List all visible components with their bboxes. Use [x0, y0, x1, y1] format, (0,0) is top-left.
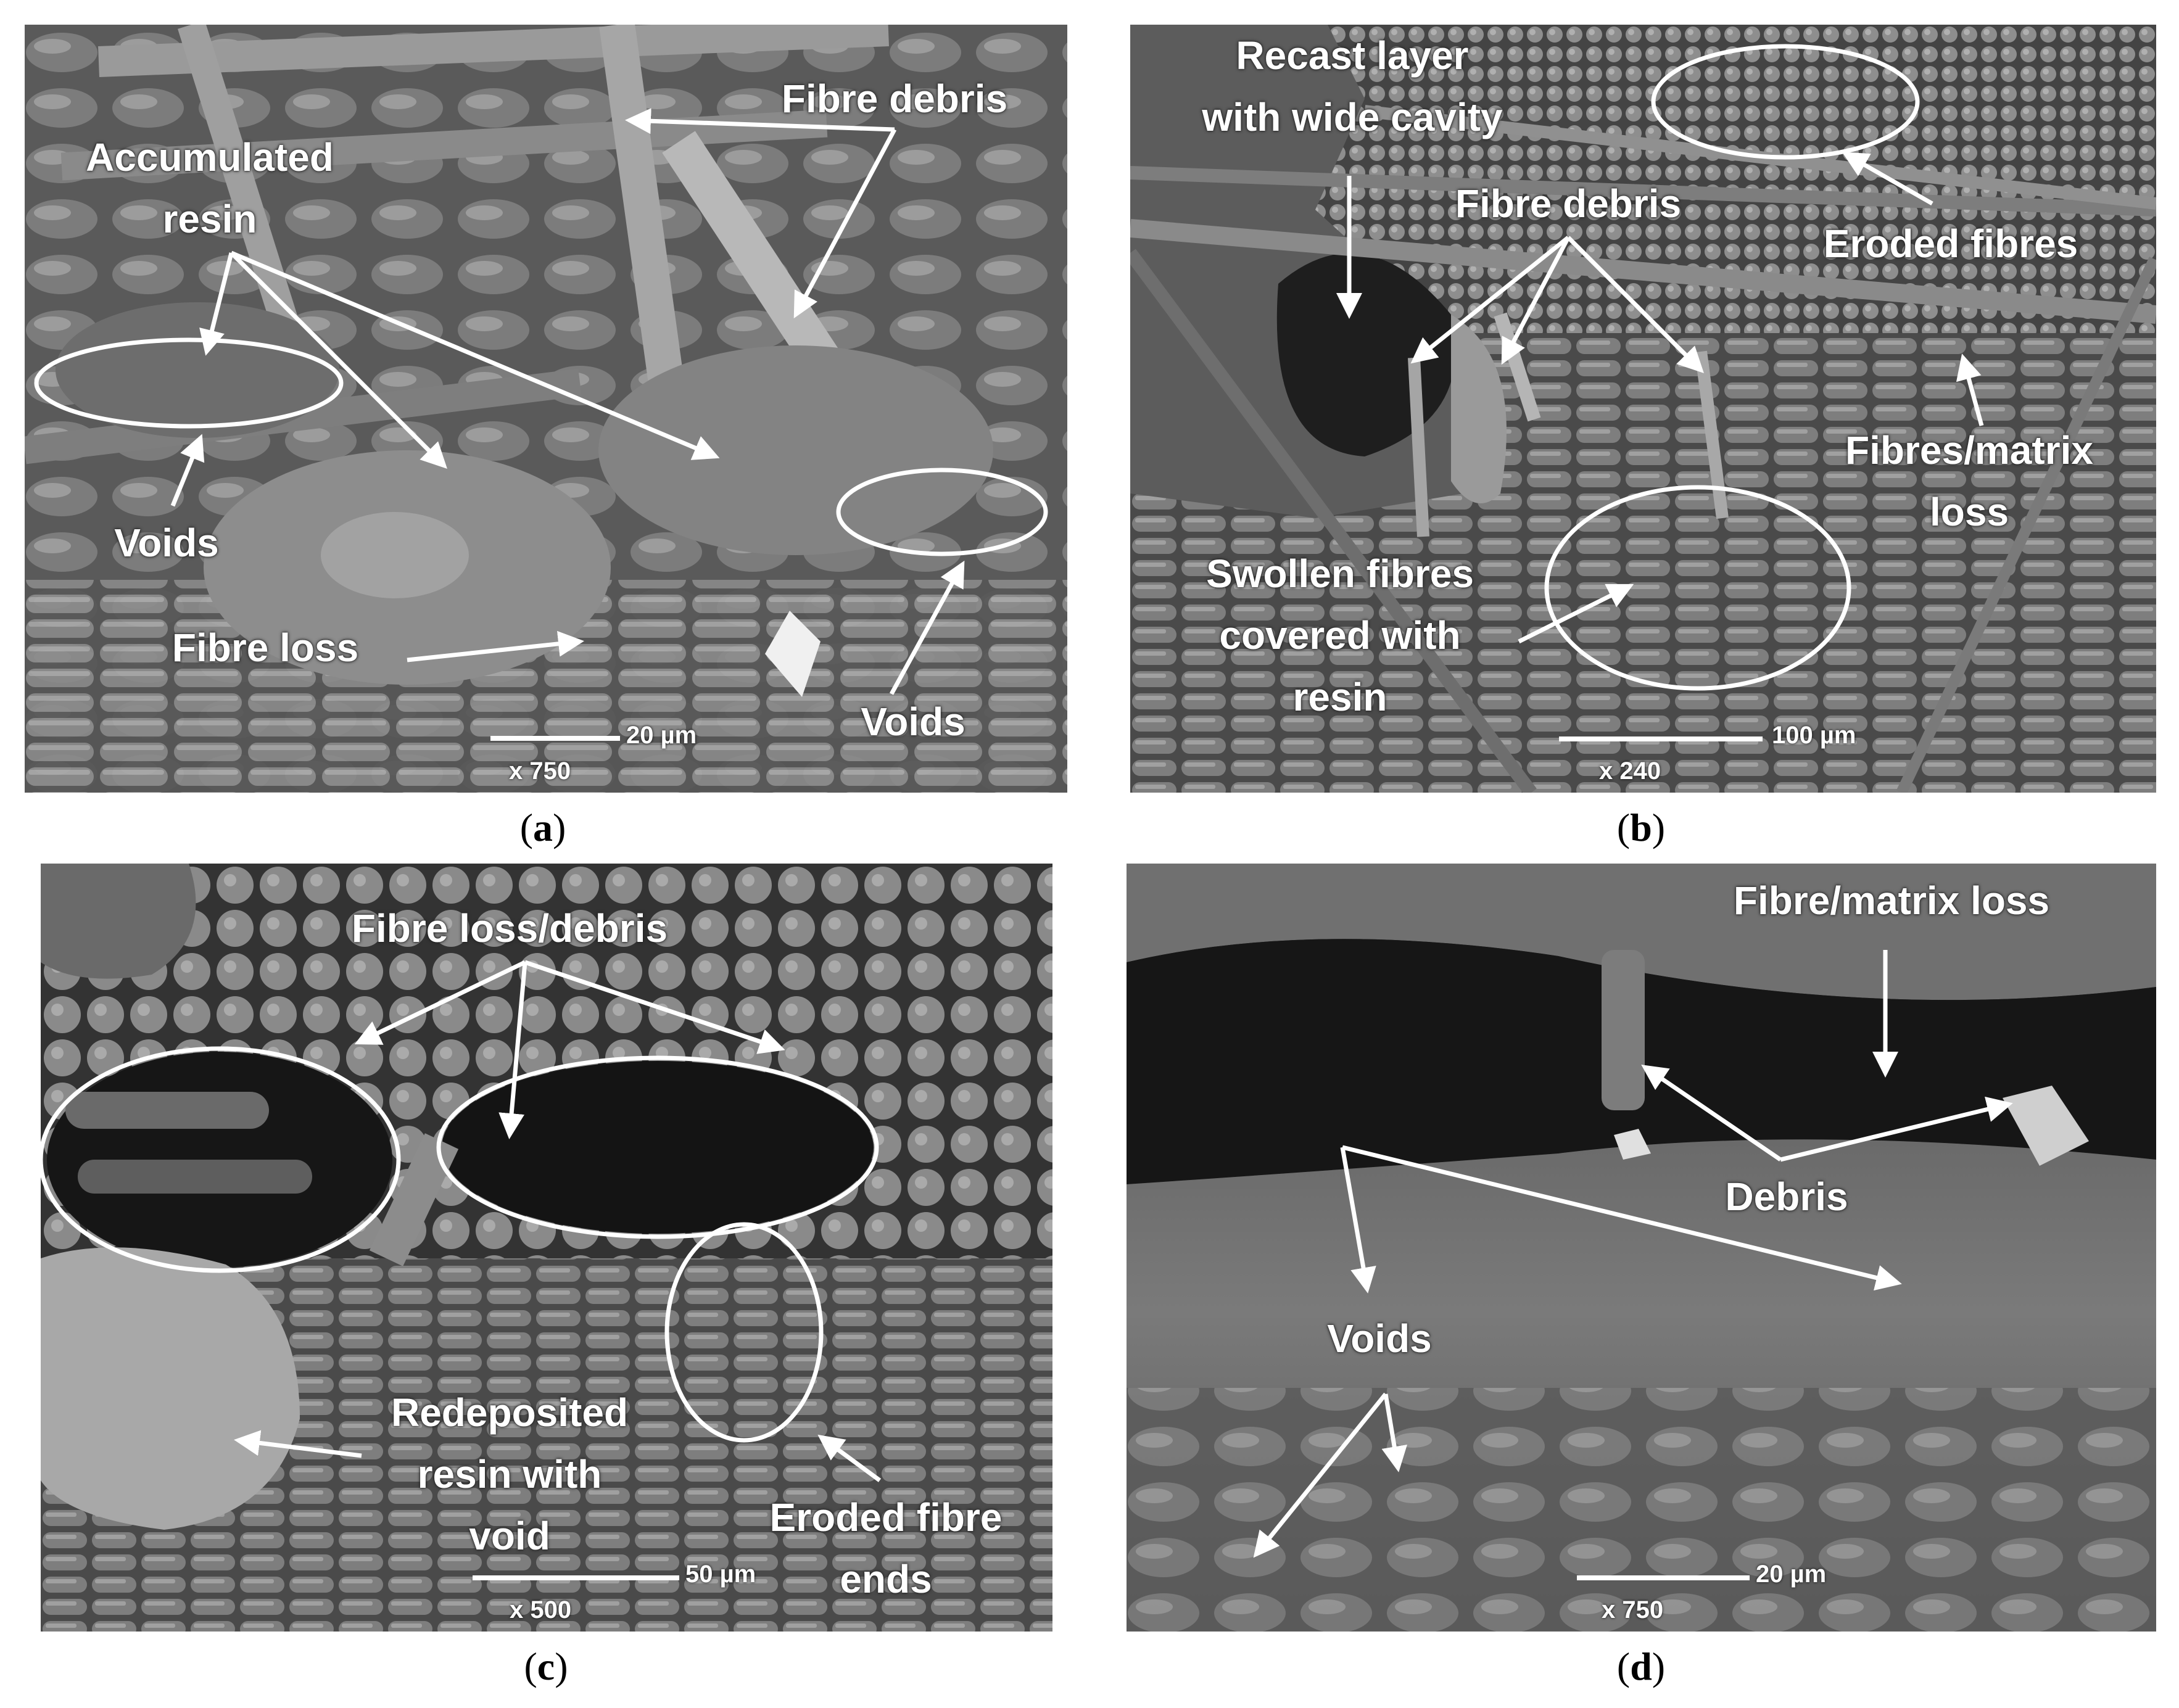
- caption-a: (a): [519, 806, 566, 849]
- panel-b-illustration: [1130, 25, 2156, 793]
- scale-bar-d: 20 µm: [1756, 1561, 1827, 1588]
- label-swollen-fibres: Swollen fibres covered with resin: [1206, 551, 1474, 719]
- panel-c-illustration: [41, 864, 1052, 1632]
- magnification-c: x 500: [510, 1596, 572, 1623]
- magnification-d: x 750: [1602, 1596, 1664, 1623]
- label-eroded-fibres: Eroded fibres: [1823, 221, 2078, 266]
- label-recast-layer: Recast layer with wide cavity: [1202, 33, 1503, 139]
- caption-c: (c): [524, 1644, 568, 1688]
- panel-b-micrograph: Recast layer with wide cavity Fibre debr…: [1130, 25, 2156, 793]
- panel-a-illustration: [25, 25, 1067, 793]
- label-fibre-debris-a: Fibre debris: [781, 76, 1008, 121]
- scale-bar-c: 50 µm: [685, 1561, 756, 1588]
- label-fibre-loss: Fibre loss: [172, 625, 359, 670]
- panel-c-micrograph: Fibre loss/debris Redeposited resin with…: [41, 864, 1052, 1632]
- magnification-a: x 750: [509, 757, 571, 785]
- label-debris: Debris: [1725, 1174, 1848, 1219]
- panel-a-micrograph: Fibre debris Accumulated resin Voids Fib…: [25, 25, 1067, 793]
- caption-b: (b): [1616, 806, 1666, 849]
- label-fibres-matrix-loss-b: Fibres/matrix loss: [1845, 428, 2093, 534]
- scale-bar-a: 20 µm: [626, 722, 697, 749]
- caption-d: (d): [1616, 1644, 1666, 1688]
- label-voids-a-left: Voids: [114, 521, 219, 565]
- label-eroded-fibre-ends: Eroded fibre ends: [769, 1495, 1003, 1601]
- magnification-b: x 240: [1599, 757, 1661, 785]
- scale-bar-b: 100 µm: [1772, 722, 1856, 749]
- panel-d-illustration: [1127, 864, 2156, 1632]
- label-fibre-debris-b: Fibre debris: [1455, 181, 1682, 226]
- label-accumulated-resin: Accumulated resin: [86, 135, 334, 241]
- panel-d-micrograph: Fibre/matrix loss Debris Voids 20 µm x 7…: [1127, 864, 2156, 1632]
- label-voids-d: Voids: [1327, 1316, 1432, 1361]
- label-voids-a-right: Voids: [861, 699, 965, 744]
- label-redeposited-resin: Redeposited resin with void: [391, 1390, 629, 1558]
- label-fibre-matrix-loss-d: Fibre/matrix loss: [1733, 878, 2050, 923]
- label-fibre-loss-debris: Fibre loss/debris: [351, 906, 668, 951]
